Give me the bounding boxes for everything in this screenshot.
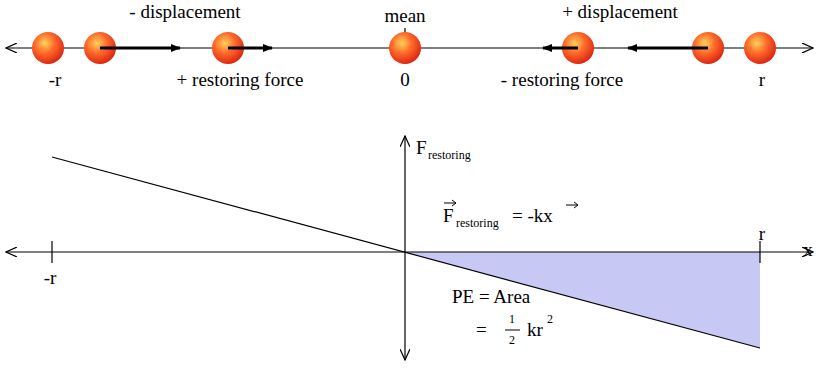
fraction-number: 1	[509, 313, 515, 325]
axis-subscript: restoring	[428, 149, 471, 161]
axis-label: F	[416, 138, 427, 157]
position-label: r	[759, 70, 765, 89]
formula-subscript: restoring	[456, 217, 499, 229]
tick-label: r	[759, 224, 765, 243]
force-label: + restoring force	[177, 70, 304, 89]
formula-text: = -kx	[512, 206, 553, 225]
area-label: PE = Area	[452, 287, 530, 306]
mass-balls	[32, 32, 776, 64]
force-axis	[404, 136, 405, 360]
tick-label: -r	[44, 268, 57, 287]
position-label: 0	[400, 70, 410, 89]
exponent: 2	[547, 313, 553, 325]
formula-text: F	[443, 206, 454, 225]
force-arrows	[100, 47, 708, 50]
vector-arrows	[444, 200, 578, 208]
tick	[51, 241, 52, 263]
area-label: =	[476, 320, 487, 339]
position-label: + displacement	[562, 2, 678, 21]
x-axis	[6, 251, 813, 252]
fraction-bar	[505, 330, 520, 331]
position-label: -r	[49, 70, 62, 89]
force-line	[52, 157, 760, 348]
force-label: - restoring force	[501, 70, 623, 89]
area-label: kr	[527, 320, 543, 339]
fraction-number: 2	[509, 334, 515, 346]
axis-label: x	[803, 240, 813, 259]
tick	[759, 241, 760, 263]
position-label: mean	[384, 6, 425, 25]
position-label: - displacement	[129, 2, 240, 21]
